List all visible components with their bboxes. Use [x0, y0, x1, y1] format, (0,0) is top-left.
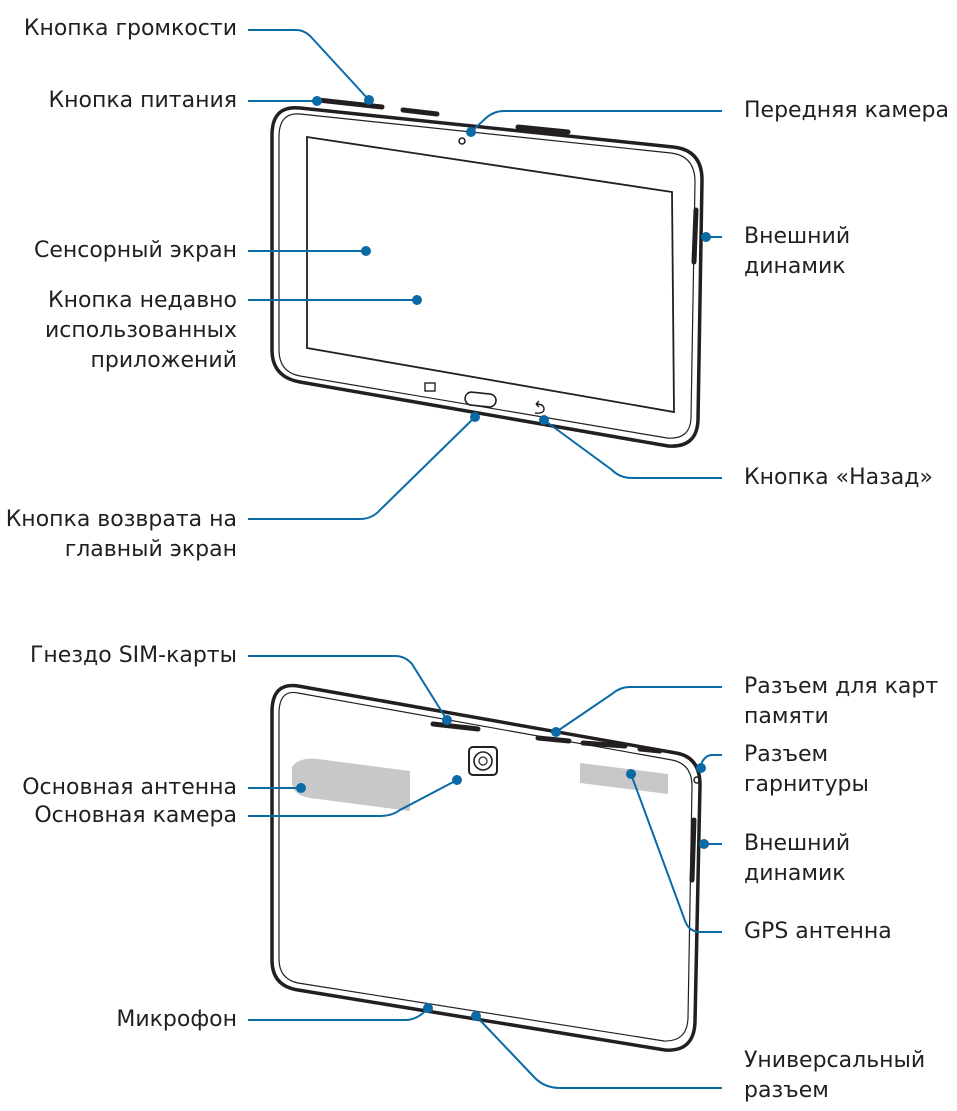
main-camera-lens [473, 751, 493, 771]
callout-front-camera [470, 110, 722, 133]
front-callout-dots [312, 95, 711, 425]
back-antennas [292, 758, 668, 811]
back-body-outline [270, 683, 702, 1052]
dot-home [470, 412, 480, 422]
dot-main-antenna [296, 783, 306, 793]
dot-back [539, 415, 549, 425]
touchscreen-outline [306, 135, 675, 414]
label-back-button: Кнопка «Назад» [744, 465, 933, 490]
dot-speaker [701, 232, 711, 242]
back-icon [534, 400, 545, 414]
label-external-speaker-back: Внешний динамик [744, 831, 851, 886]
callout-multipurpose [475, 1015, 722, 1089]
front-body-outline [270, 106, 704, 448]
dot-power [312, 96, 322, 106]
dot-gps [626, 769, 636, 779]
main-antenna-shape [292, 758, 410, 811]
front-camera-shape [458, 137, 466, 145]
callout-back [543, 419, 722, 479]
label-touchscreen: Сенсорный экран [33, 238, 237, 263]
label-main-camera: Основная камера [34, 803, 237, 828]
label-headset-jack: Разъем гарнитуры [744, 742, 869, 797]
label-main-antenna: Основная антенна [22, 775, 237, 800]
back-side-speaker-shape [689, 817, 697, 883]
dot-main-camera [452, 775, 462, 785]
callout-volume [248, 29, 370, 101]
label-home-button: Кнопка возврата на главный экран [5, 507, 237, 562]
main-camera-housing [468, 746, 498, 776]
callout-sim [248, 655, 448, 721]
back-tablet [270, 683, 702, 1052]
label-recent-apps-button: Кнопка недавно использованных приложений [44, 288, 237, 373]
dot-front-camera [466, 127, 476, 137]
recent-apps-icon [424, 382, 436, 392]
label-microphone: Микрофон [116, 1007, 237, 1032]
front-callouts [248, 29, 722, 520]
gps-antenna-shape [580, 763, 668, 794]
side-speaker-shape [691, 207, 699, 265]
headset-jack-shape [693, 776, 701, 784]
sim-slot-shape [430, 721, 481, 732]
dot-volume [364, 95, 374, 105]
top-edge-slot-shape [580, 740, 628, 749]
dot-memory [551, 727, 561, 737]
back-callout-dots [296, 715, 709, 1021]
callout-headset [700, 754, 722, 769]
dot-microphone [423, 1003, 433, 1013]
dot-touchscreen [361, 246, 371, 256]
dot-sim [442, 715, 452, 725]
callout-gps [630, 773, 722, 933]
label-multipurpose-jack: Универсальный разъем [744, 1048, 926, 1103]
label-gps-antenna: GPS антенна [744, 919, 892, 944]
dot-speaker-back [699, 839, 709, 849]
volume-button-shape [315, 97, 385, 110]
label-external-speaker-front: Внешний динамик [744, 224, 851, 279]
dot-headset [696, 763, 706, 773]
callout-main-camera [248, 779, 458, 817]
label-memory-card-slot: Разъем для карт памяти [744, 674, 939, 729]
label-volume-button: Кнопка громкости [23, 16, 237, 41]
label-sim-slot: Гнездо SIM-карты [30, 643, 237, 668]
dot-multipurpose [471, 1011, 481, 1021]
label-power-button: Кнопка питания [48, 88, 237, 113]
dot-recent-apps [412, 295, 422, 305]
power-button-shape [400, 107, 440, 117]
callout-microphone [248, 1007, 429, 1021]
back-body-inner-edge [278, 691, 693, 1042]
label-front-camera: Передняя камера [744, 98, 949, 123]
top-slot-shape [515, 124, 571, 135]
callout-memory [555, 686, 722, 733]
main-camera-lens-inner [478, 756, 488, 766]
callout-home [248, 416, 476, 520]
home-key-shape [464, 391, 497, 408]
front-tablet [270, 97, 704, 448]
front-body-inner-edge [278, 113, 696, 439]
